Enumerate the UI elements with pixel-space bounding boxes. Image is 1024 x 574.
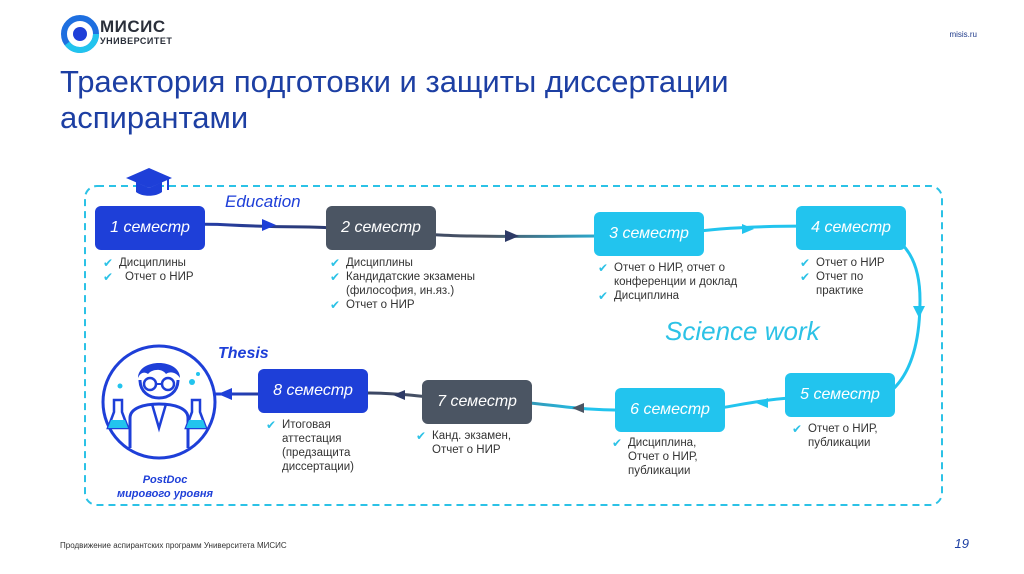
arrow-top-right [742, 224, 754, 234]
arrow-mid-top [505, 230, 519, 242]
checkmark-icon: ✔ [800, 270, 811, 284]
dashed-frame [84, 185, 943, 506]
checkmark-icon: ✔ [598, 289, 609, 303]
logo-subtitle: УНИВЕРСИТЕТ [100, 36, 173, 46]
list-item: публикации [628, 465, 691, 477]
arrow-bottom-7-8 [393, 390, 405, 400]
list-item: диссертации) [282, 461, 354, 473]
arrow-bottom-5-6 [756, 398, 768, 408]
postdoc-line-2: мирового уровня [116, 488, 214, 500]
arrow-right-down [913, 306, 925, 318]
list-item: конференции и доклад [614, 276, 738, 288]
right-connector [879, 228, 922, 394]
site-link[interactable]: misis.ru [949, 30, 977, 39]
checkmark-icon: ✔ [612, 436, 623, 450]
arrow-to-postdoc [218, 388, 232, 400]
scientist-icon [101, 344, 217, 460]
semester-4-items: ✔Отчет о НИР ✔Отчет по практике [800, 256, 885, 298]
top-path [94, 222, 811, 238]
checkmark-icon: ✔ [792, 422, 803, 436]
checkmark-icon: ✔ [330, 298, 341, 312]
thesis-label: Thesis [218, 345, 269, 362]
checkmark-icon: ✔ [416, 429, 427, 443]
semester-1-pill: 1 семестр [95, 206, 205, 250]
semester-7-items: ✔Канд. экзамен, Отчет о НИР [416, 429, 511, 457]
semester-6-items: ✔Дисциплина, Отчет о НИР, публикации [612, 436, 698, 478]
page-title: Траектория подготовки и защиты диссертац… [60, 64, 729, 135]
list-item: Отчет о НИР, [628, 451, 698, 463]
semester-7-pill: 7 семестр [422, 380, 532, 424]
logo-name: МИСИС [100, 17, 166, 36]
graduation-cap-icon [126, 168, 172, 196]
arrow-bottom-6-7 [572, 403, 584, 413]
semester-2-pill: 2 семестр [326, 206, 436, 250]
semester-8-pill: 8 семестр [258, 369, 368, 413]
semester-5-pill: 5 семестр [785, 373, 895, 417]
checkmark-icon: ✔ [266, 418, 277, 432]
list-item: (предзащита [282, 447, 351, 459]
list-item: ✔Дисциплина, [612, 436, 697, 450]
science-work-label: Science work [665, 316, 820, 346]
checkmark-icon: ✔ [103, 256, 114, 270]
list-item: ✔Дисциплины [103, 256, 186, 270]
semester-3-pill: 3 семестр [594, 212, 704, 256]
list-item: аттестация [282, 433, 342, 445]
checkmark-icon: ✔ [103, 270, 114, 284]
arrow-education [262, 219, 276, 231]
semester-5-items: ✔Отчет о НИР, публикации [792, 422, 878, 450]
education-label: Education [225, 192, 301, 211]
list-item: ✔Отчет о НИР, отчет о [598, 261, 726, 275]
list-item: ✔Кандидатские экзамены [330, 270, 475, 284]
list-item: (философия, ин.яз.) [346, 285, 455, 297]
checkmark-icon: ✔ [800, 256, 811, 270]
page-number: 19 [954, 536, 969, 551]
list-item: ✔Дисциплины [330, 256, 413, 270]
postdoc-caption: PostDoc мирового уровня [90, 473, 240, 501]
logo-icon [61, 15, 99, 53]
semester-6-pill: 6 семестр [615, 388, 725, 432]
list-item: практике [816, 285, 864, 297]
list-item: ✔Отчет о НИР [800, 256, 885, 270]
list-item: ✔Отчет о НИР, [792, 422, 878, 436]
checkmark-icon: ✔ [330, 270, 341, 284]
semester-8-items: ✔Итоговая аттестация (предзащита диссерт… [266, 418, 354, 474]
logo-text: МИСИС УНИВЕРСИТЕТ [100, 18, 172, 47]
semester-4-pill: 4 семестр [796, 206, 906, 250]
footer-text: Продвижение аспирантских программ Универ… [60, 541, 287, 550]
list-item: ✔Отчет о НИР [330, 298, 415, 312]
list-item: ✔Отчет по [800, 270, 864, 284]
list-item: ✔Отчет о НИР [103, 270, 194, 284]
list-item: ✔Канд. экзамен, [416, 429, 512, 443]
list-item: публикации [808, 437, 871, 449]
list-item: ✔Дисциплина [598, 289, 680, 303]
list-item: ✔Итоговая [266, 418, 331, 432]
semester-3-items: ✔Отчет о НИР, отчет о конференции и докл… [598, 261, 737, 303]
list-item: Отчет о НИР [432, 444, 501, 456]
semester-2-items: ✔Дисциплины ✔Кандидатские экзамены (фило… [330, 256, 475, 312]
semester-1-items: ✔Дисциплины ✔Отчет о НИР [103, 256, 194, 284]
postdoc-line-1: PostDoc [142, 474, 188, 486]
checkmark-icon: ✔ [598, 261, 609, 275]
checkmark-icon: ✔ [330, 256, 341, 270]
